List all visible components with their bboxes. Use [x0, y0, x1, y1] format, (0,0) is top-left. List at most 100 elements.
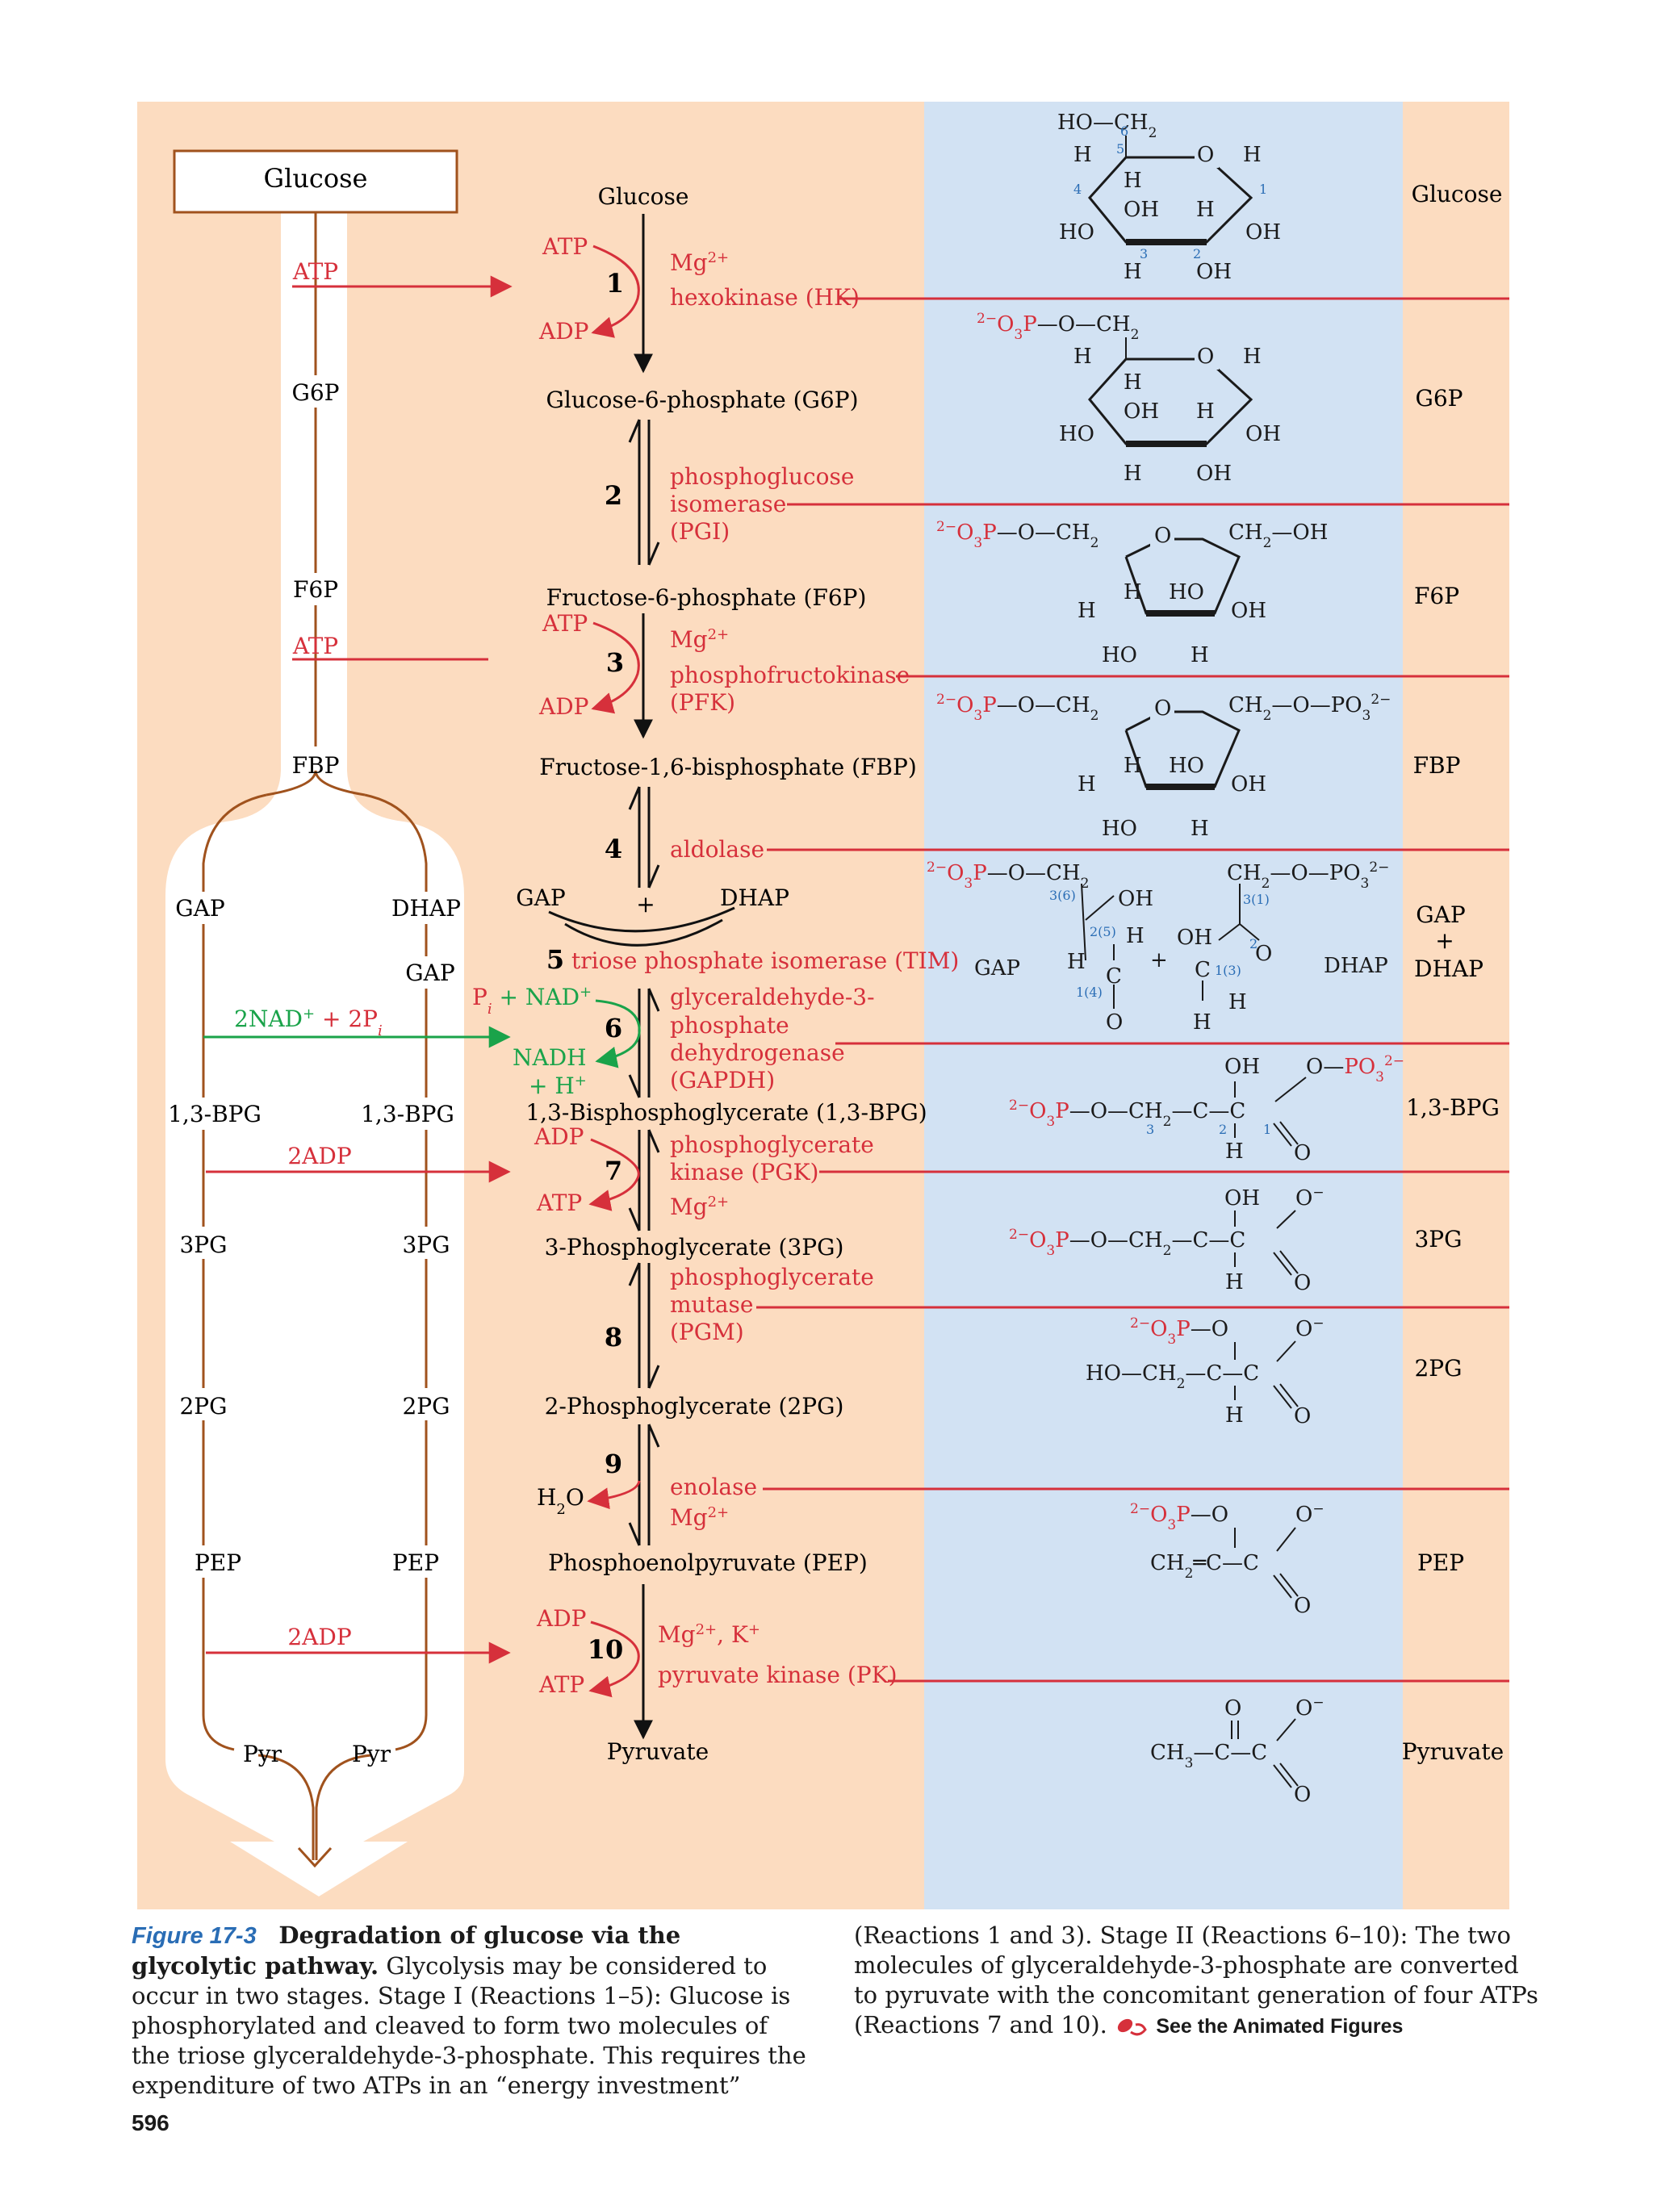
gap-dhap-dhap-label: DHAP: [1324, 954, 1388, 978]
g6p-ho4: HO: [1059, 422, 1094, 446]
r7-enzyme-line1: phosphoglycerate: [670, 1131, 874, 1158]
pyr-o-minus: O−: [1295, 1695, 1324, 1721]
left-pyr-left-label: Pyr: [243, 1741, 282, 1767]
3pg-o-minus: O−: [1295, 1185, 1324, 1211]
arrow-r6-tail: [628, 1074, 641, 1098]
reaction-3-number: 3: [606, 647, 624, 678]
bpg-oh: OH: [1224, 1055, 1260, 1079]
gap-c1: C: [1106, 964, 1122, 989]
left-adp2b-label: 2ADP: [287, 1624, 351, 1650]
r1-atp: ATP: [542, 233, 588, 260]
glucose-structure: HO—CH2 O H H H OH H HO OH H OH 6 5 4 3 2…: [1057, 111, 1281, 284]
3pg-chain: 2−O3P—O—CH2—C—C: [1009, 1227, 1245, 1259]
r1-enzyme: hexokinase (HK): [670, 284, 860, 311]
bpg-h: H: [1225, 1139, 1244, 1164]
f6p-ho3: HO: [1169, 580, 1204, 604]
glc-oh1: OH: [1245, 220, 1281, 245]
dhap-h-bottom: H: [1193, 1010, 1212, 1035]
reaction-6-number: 6: [605, 1013, 622, 1043]
r9-enzyme: enolase: [670, 1474, 757, 1500]
reaction-1-number: 1: [606, 268, 624, 299]
curve-r7: [588, 1138, 640, 1211]
animated-figures-link[interactable]: See the Animated Figures: [1115, 2011, 1403, 2038]
r8-enzyme-line3: (PGM): [670, 1319, 744, 1345]
fbp-h4: H: [1124, 754, 1142, 778]
2pg-h: H: [1225, 1403, 1244, 1428]
pathway-fbp: Fructose-1,6-bisphosphate (FBP): [539, 754, 917, 780]
left-2pg-left-label: 2PG: [179, 1393, 227, 1420]
gap-dhap-plus: +: [1150, 948, 1168, 972]
page-number: 596: [132, 2110, 169, 2135]
structures: HO—CH2 O H H H OH H HO OH H OH 6 5 4 3 2…: [927, 111, 1404, 1807]
pathway-bpg: 1,3-Bisphosphoglycerate (1,3-BPG): [525, 1099, 927, 1126]
brown-pathway-lines: [202, 212, 428, 1868]
gap-oh: OH: [1118, 887, 1153, 911]
r10-atp: ATP: [538, 1671, 584, 1698]
fbp-ch2opo3: CH2—O—PO32−: [1228, 692, 1391, 724]
arrow-r5-bottom: [564, 918, 723, 947]
right-label-pep: PEP: [1417, 1549, 1464, 1576]
curve-r6-nad: [595, 999, 641, 1068]
glc-h1: H: [1243, 143, 1262, 167]
r7-atp: ATP: [536, 1190, 582, 1216]
left-dhap-label: DHAP: [391, 895, 461, 922]
right-label-glucose: Glucose: [1412, 181, 1503, 207]
r9-mg: Mg2+: [670, 1504, 729, 1532]
pyruvate-structure: O O− CH3—C—C O: [1150, 1695, 1324, 1807]
r8-enzyme-line2: mutase: [670, 1291, 753, 1318]
glc-h5: H: [1073, 143, 1092, 167]
arrow-r4-head: [628, 786, 641, 810]
fbp-ho4: HO: [1102, 817, 1137, 841]
glucose-box-label: Glucose: [264, 163, 368, 194]
reaction-8-number: 8: [605, 1322, 622, 1353]
2pg-o: O: [1294, 1404, 1311, 1428]
r1-adp: ADP: [538, 318, 589, 345]
g6p-ring-o: O: [1197, 345, 1214, 369]
pathway-g6p: Glucose-6-phosphate (G6P): [546, 387, 859, 413]
glc-ho-ch2: HO—CH2: [1057, 111, 1157, 141]
gap-dhap-gap-label: GAP: [974, 956, 1020, 981]
f6p-oh2: OH: [1231, 599, 1266, 623]
left-nad-label: 2NAD+ + 2Pi: [234, 1006, 383, 1039]
dhap-o: O: [1255, 942, 1272, 966]
r6-enzyme-line2: phosphate: [670, 1012, 789, 1039]
glc-h4: H: [1124, 169, 1142, 193]
dhap-h-right: H: [1228, 990, 1247, 1014]
glc-c2: 2: [1193, 246, 1201, 261]
curve-r9: [587, 1480, 641, 1510]
arrow-r8-tail: [647, 1365, 660, 1389]
r7-adp: ADP: [534, 1123, 584, 1150]
pathway-glucose: Glucose: [598, 183, 689, 210]
glycolysis-figure: Glucose ATP G6P F6P ATP FBP GAP DHAP GAP…: [137, 102, 1509, 1909]
left-bpg-left-label: 1,3-BPG: [168, 1101, 262, 1127]
glc-h3: H: [1124, 260, 1142, 284]
pep-phosphate: 2−O3P—O: [1130, 1501, 1228, 1533]
r2-enzyme-line1: phosphoglucose: [670, 463, 854, 490]
g6p-h2: H: [1196, 399, 1215, 424]
r6-pi-nad: Pi + NAD+: [472, 984, 592, 1018]
left-atp2-label: ATP: [292, 633, 338, 659]
pyr-o: O: [1294, 1783, 1311, 1807]
gap-n36: 3(6): [1049, 888, 1076, 903]
left-f6p-label: F6P: [293, 576, 338, 603]
r6-enzyme-line3: dehydrogenase: [670, 1039, 845, 1066]
arrow-r9-tail: [628, 1522, 641, 1546]
r6-nadh: NADH: [513, 1044, 587, 1071]
3pg-o: O: [1294, 1271, 1311, 1295]
r3-enzyme-line1: phosphofructokinase: [670, 662, 910, 688]
caption-left: Figure 17-3 Degradation of glucose via t…: [132, 1921, 810, 2101]
left-adp2a-label: 2ADP: [287, 1143, 351, 1169]
fbp-ho3: HO: [1169, 754, 1204, 778]
g6p-oh2: OH: [1196, 462, 1232, 486]
caption-right: (Reactions 1 and 3). Stage II (Reactions…: [854, 1921, 1548, 2042]
fbp-structure: 2−O3P—O—CH2 O CH2—O—PO32− H H HO OH HO H: [936, 692, 1391, 841]
pep-structure: 2−O3P—O O− CH2═C—C O: [1130, 1501, 1324, 1618]
curve-r10: [588, 1620, 640, 1698]
bpg-n1: 1: [1263, 1122, 1271, 1137]
left-fbp-label: FBP: [292, 752, 340, 779]
r6-enzyme-line1: glyceraldehyde-3-: [670, 984, 875, 1010]
reaction-5-number: 5: [546, 944, 564, 975]
f6p-h4: H: [1124, 580, 1142, 604]
bpg-structure: OH O—PO32− 2−O3P—O—CH2—C—C H O 3 2 1: [1009, 1053, 1404, 1165]
pathway-pyruvate: Pyruvate: [607, 1738, 709, 1765]
